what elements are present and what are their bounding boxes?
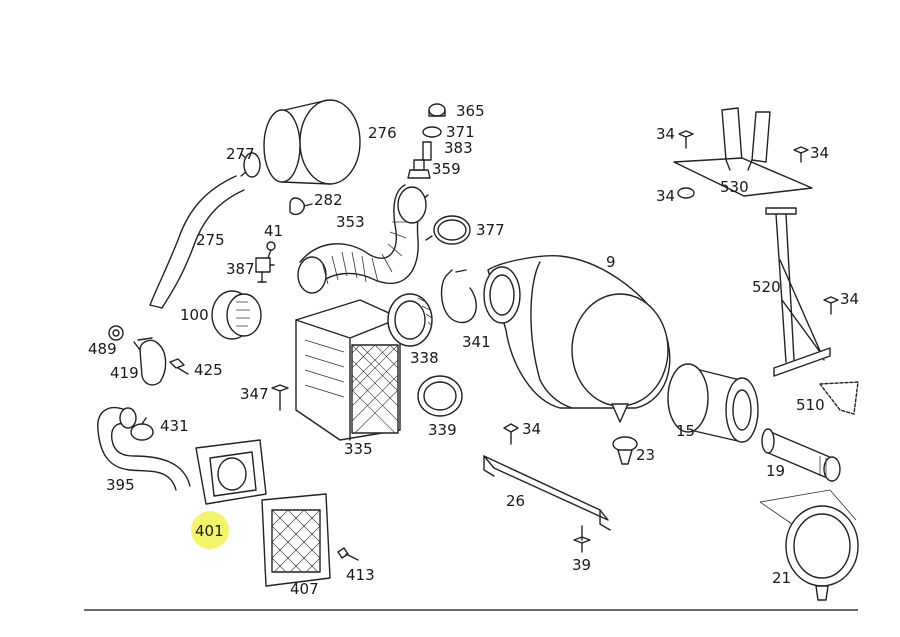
- callout-labels: 365 371 383 359 276 277 282 353 377 275 …: [88, 102, 859, 598]
- part-26-bracket: [483, 455, 611, 531]
- callout-34-near-26: 34: [522, 420, 541, 438]
- callout-15: 15: [676, 422, 695, 440]
- part-100-cap: [211, 290, 262, 340]
- callout-407: 407: [290, 580, 319, 598]
- highlight-marker: [191, 511, 229, 549]
- callout-425: 425: [194, 361, 223, 379]
- callout-34-top-right: 34: [810, 144, 829, 162]
- callout-335: 335: [344, 440, 373, 458]
- part-338-sleeve: [387, 293, 433, 347]
- callout-39: 39: [572, 556, 591, 574]
- callout-353: 353: [336, 213, 365, 231]
- part-41-fitting: [266, 241, 276, 259]
- part-15-filter-element: [667, 363, 759, 443]
- part-19-inner-element: [761, 428, 841, 482]
- part-335-housing: [295, 299, 401, 441]
- callout-34-right: 34: [840, 290, 859, 308]
- part-275-hose: [149, 175, 245, 309]
- callout-339: 339: [428, 421, 457, 439]
- callout-510: 510: [796, 396, 825, 414]
- part-530-bracket: [673, 107, 813, 197]
- callout-371: 371: [446, 123, 475, 141]
- part-431-clamp: [130, 417, 154, 441]
- callout-338: 338: [410, 349, 439, 367]
- part-489-nut: [108, 325, 124, 341]
- callout-489: 489: [88, 340, 117, 358]
- callout-19: 19: [766, 462, 785, 480]
- part-341-clamp: [440, 269, 477, 324]
- part-371-ring: [422, 126, 442, 138]
- part-34-bolt-c: [793, 146, 809, 163]
- callout-282: 282: [314, 191, 343, 209]
- part-9-air-cleaner: [483, 254, 671, 423]
- part-339-ring: [417, 375, 463, 417]
- callout-401: 401: [195, 522, 224, 540]
- callout-9: 9: [606, 253, 616, 271]
- callout-530: 530: [720, 178, 749, 196]
- part-383-pin: [422, 141, 432, 161]
- part-34-bolt-a: [503, 423, 519, 445]
- part-510-plate: [819, 381, 859, 415]
- part-353-bellows: [297, 184, 429, 294]
- callout-359: 359: [432, 160, 461, 178]
- callout-23: 23: [636, 446, 655, 464]
- part-277-clamp: [240, 152, 261, 178]
- part-365-cap: [428, 103, 446, 117]
- callout-26: 26: [506, 492, 525, 510]
- part-359-sensor: [407, 159, 431, 179]
- callout-365: 365: [456, 102, 485, 120]
- part-387-valve: [255, 257, 275, 283]
- callout-377: 377: [476, 221, 505, 239]
- callout-34-mid-left: 34: [656, 187, 675, 205]
- callout-341: 341: [462, 333, 491, 351]
- part-520-support: [765, 207, 831, 377]
- callout-21: 21: [772, 569, 791, 587]
- callout-413: 413: [346, 566, 375, 584]
- part-377-clamp: [425, 215, 471, 245]
- part-34-nut-d: [677, 187, 695, 199]
- part-21-cover: [759, 489, 859, 601]
- callout-347: 347: [240, 385, 269, 403]
- part-34-bolt-b: [678, 130, 694, 149]
- part-395-hose: [97, 407, 191, 491]
- callout-387: 387: [226, 260, 255, 278]
- callout-277: 277: [226, 145, 255, 163]
- callout-431: 431: [160, 417, 189, 435]
- part-407-mesh-plate: [261, 493, 331, 587]
- part-282-clamp: [289, 197, 313, 216]
- callout-34-top-left: 34: [656, 125, 675, 143]
- callout-419: 419: [110, 364, 139, 382]
- part-413-screw: [337, 547, 359, 561]
- callout-100: 100: [180, 306, 209, 324]
- callout-520: 520: [752, 278, 781, 296]
- callout-41: 41: [264, 222, 283, 240]
- part-401-frame: [195, 439, 267, 505]
- part-39-bolt: [573, 525, 591, 553]
- callout-383: 383: [444, 139, 473, 157]
- part-34-bolt-e: [823, 296, 839, 315]
- part-419-clip: [133, 337, 167, 386]
- part-276-housing: [263, 99, 361, 185]
- callout-275: 275: [196, 231, 225, 249]
- callout-276: 276: [368, 124, 397, 142]
- part-425-bolt: [169, 358, 189, 375]
- part-23-valve: [612, 436, 638, 465]
- callout-395: 395: [106, 476, 135, 494]
- part-347-bolt: [271, 384, 289, 411]
